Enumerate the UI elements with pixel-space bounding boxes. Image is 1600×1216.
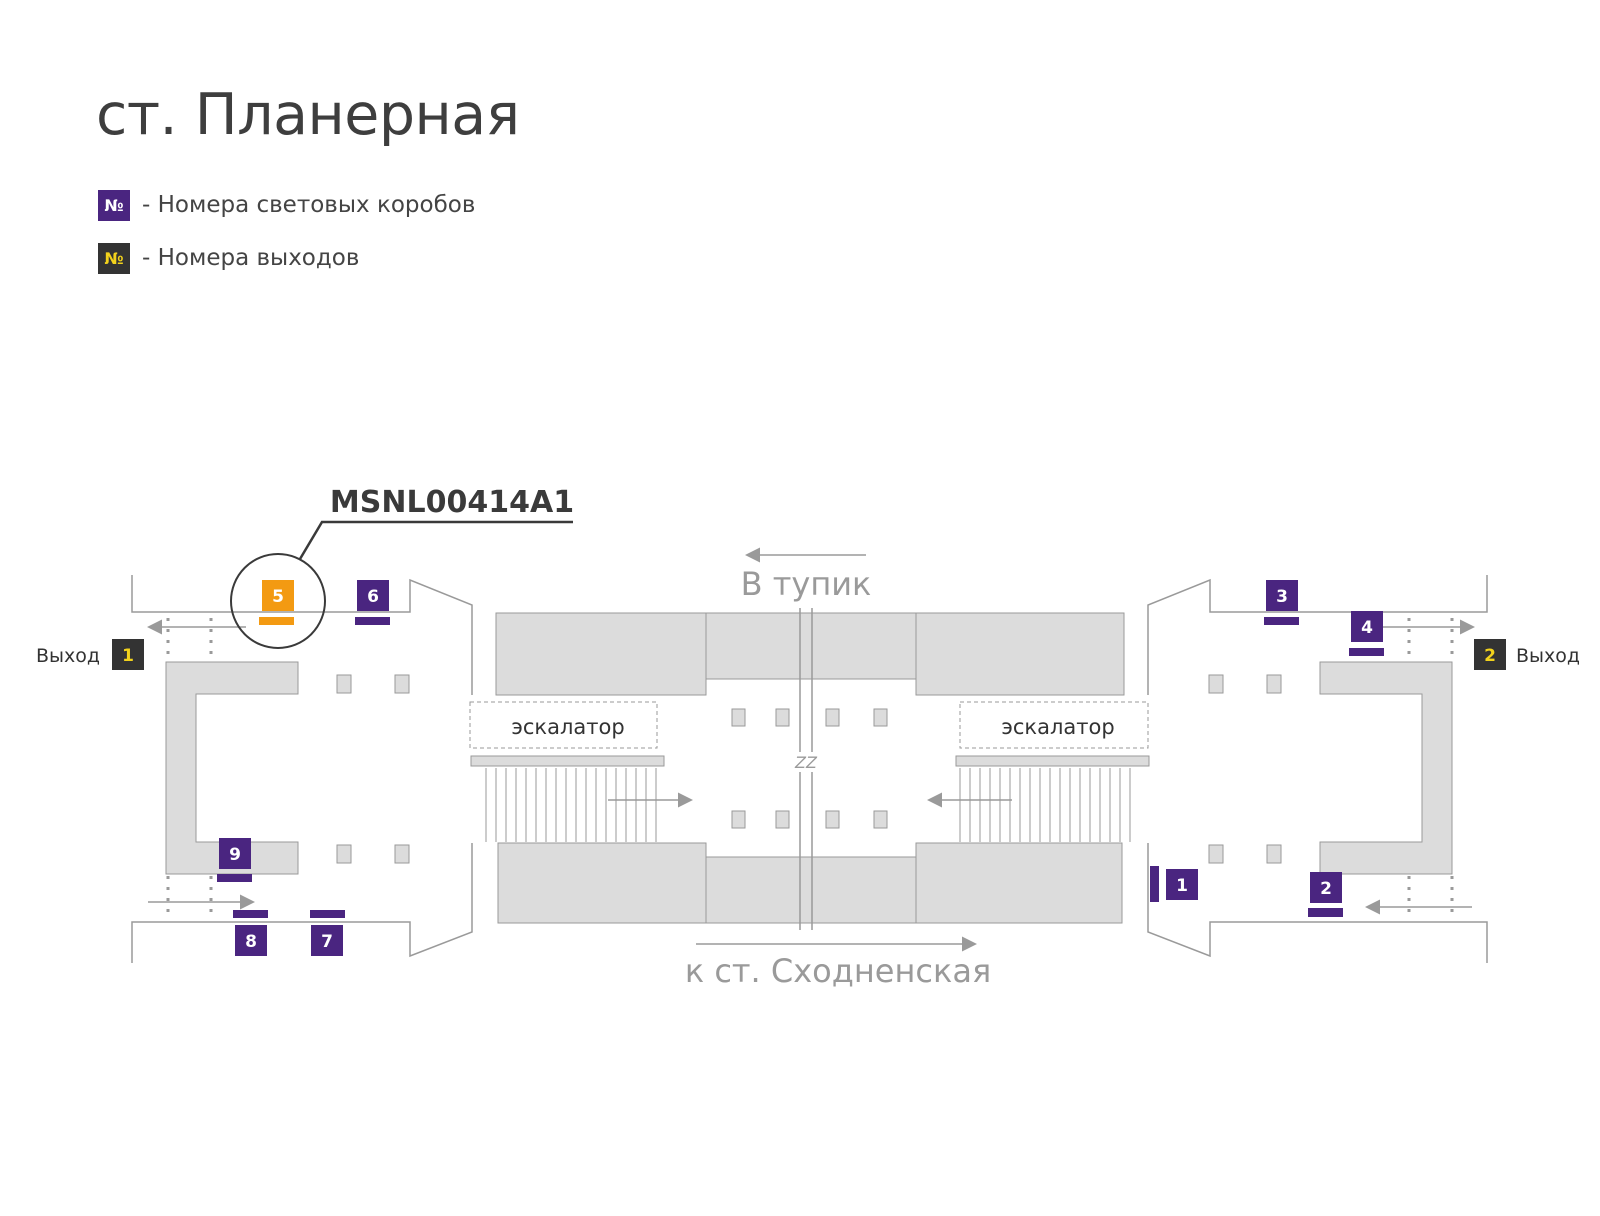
lightbox-8: 8 [233,910,268,956]
lightbox-6: 6 [355,580,390,625]
left-u-wall [165,661,299,875]
legend-lightbox-badge: № [98,189,130,221]
lightbox-1-bar [1150,866,1159,902]
lightbox-8-number: 8 [245,932,257,952]
lightbox-2-badge [1310,872,1342,903]
legend-exit-badge: № [98,242,130,274]
legend-exit: № - Номера выходов [98,242,359,274]
lightbox-5: 5 [259,580,294,625]
lightbox-3: 3 [1264,580,1299,625]
escalator-left [470,755,665,842]
escalator-left-label: эскалатор [511,715,624,739]
platform-blocks [495,612,1125,924]
lightbox-2-number: 2 [1320,879,1332,899]
right-u-wall [1319,661,1453,875]
lightbox-1: 1 [1150,866,1198,902]
lightbox-9-badge [219,838,251,869]
exit-1-label: Выход [36,645,100,667]
lightbox-5-badge [262,580,294,611]
escalator-right [955,755,1150,842]
lightbox-7-bar [310,910,345,918]
exit-1-badge [112,639,144,670]
flow-arrows [147,547,1475,952]
lightbox-7-number: 7 [321,932,333,952]
lightbox-6-number: 6 [367,587,379,607]
lightbox-8-bar [233,910,268,918]
lightbox-9-bar [217,874,252,882]
lightbox-5-number: 5 [272,587,284,607]
lightbox-4: 4 [1349,611,1384,656]
lightbox-7-badge [311,925,343,956]
direction-top: В тупик [741,565,872,603]
lightbox-9-number: 9 [229,845,241,865]
exit-1-number: 1 [122,646,134,666]
escalator-right-label: эскалатор [1001,715,1114,739]
callout-circle [230,553,326,649]
center-divider [794,608,818,930]
lightbox-8-badge [235,925,267,956]
legend-exit-text: - Номера выходов [142,245,360,271]
legend-lightbox: № - Номера световых коробов [98,189,475,221]
lightbox-1-number: 1 [1176,876,1188,896]
lightbox-2: 2 [1308,872,1343,917]
callout: MSNL00414A1 [230,485,574,649]
lightbox-2-bar [1308,908,1343,917]
lightbox-4-number: 4 [1361,618,1373,638]
lightbox-5-bar [259,617,294,625]
columns [336,674,1282,864]
lightboxes: 1 2 3 4 5 6 7 8 9 [217,580,1384,956]
exit-2-number: 2 [1484,646,1496,666]
lightbox-6-bar [355,617,390,625]
escalator-label-boxes [469,701,1149,749]
lightbox-3-badge [1266,580,1298,611]
exit-2-label: Выход [1516,645,1580,667]
station-walls [131,575,1488,963]
lightbox-7: 7 [310,910,345,956]
lightbox-9: 9 [217,838,252,882]
lightbox-3-number: 3 [1276,587,1288,607]
lightbox-3-bar [1264,617,1299,625]
lightbox-6-badge [357,580,389,611]
doorway-dots [166,618,1454,918]
lightbox-1-badge [1166,869,1198,900]
direction-bottom: к ст. Сходненская [685,952,991,990]
legend-lightbox-text: - Номера световых коробов [142,192,476,218]
gap-mark: ZZ [794,753,818,772]
page-title: ст. Планерная [96,82,520,148]
exit-1: Выход 1 [36,639,144,670]
callout-code: MSNL00414A1 [330,485,574,520]
lightbox-4-bar [1349,648,1384,656]
lightbox-4-badge [1351,611,1383,642]
callout-leader [298,520,573,560]
exit-2-badge [1474,639,1506,670]
exit-2: 2 Выход [1474,639,1580,670]
